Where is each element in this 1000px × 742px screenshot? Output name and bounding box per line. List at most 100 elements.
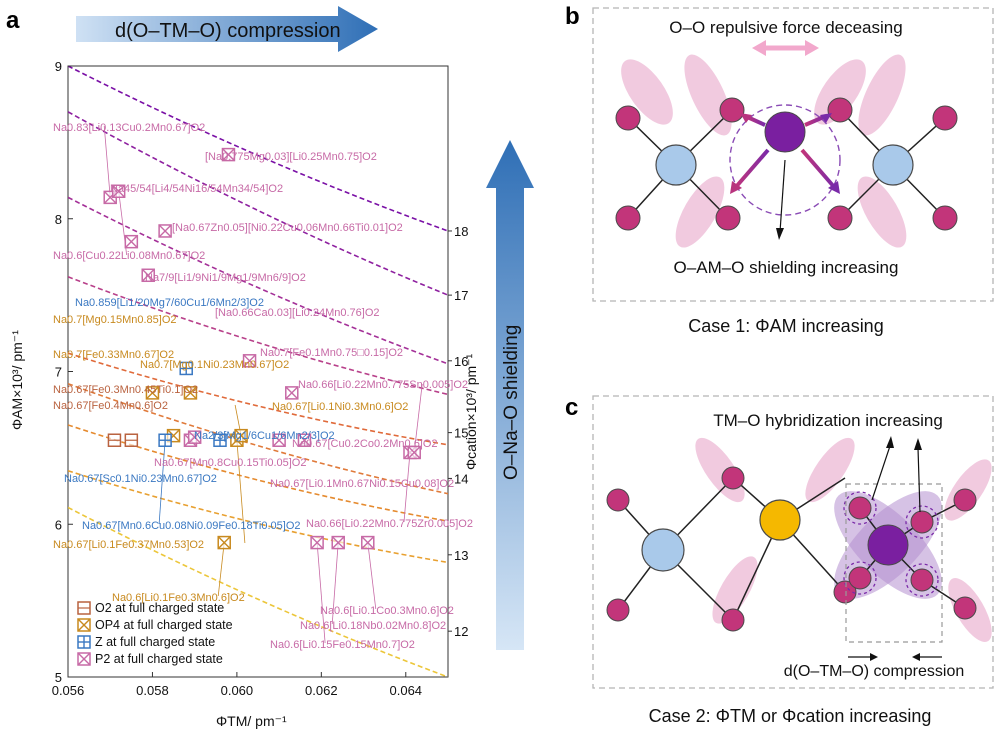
data-point-s3-p14 (361, 535, 375, 550)
y-axis-label: ΦAM×10³/ pm⁻¹ (9, 330, 25, 430)
y2-tick-label-2: 14 (454, 471, 468, 486)
label-20: Na0.67[Sc0.1Ni0.23Mn0.67]O2 (64, 473, 217, 485)
data-point-s2-p0 (158, 433, 172, 447)
legend: O2 at full charged state OP4 at full cha… (77, 601, 233, 666)
label-9: Na0.7[Fe0.1Mn0.75□0.15]O2 (260, 347, 403, 359)
panel-b-illustration (615, 40, 958, 248)
label-16: Na2/3[Mg1/6Cu1/6Mn2/3]O2 (194, 430, 335, 442)
data-point-s2-p2 (213, 433, 227, 447)
label-25: Na0.6[Li0.1Co0.3Mn0.6]O2 (320, 605, 454, 617)
legend-label-0: O2 at full charged state (95, 601, 224, 615)
legend-marker-1 (77, 618, 91, 632)
data-point-s1-p2 (183, 386, 198, 400)
data-point-s3-p12 (310, 535, 324, 550)
legend-marker-3 (77, 652, 91, 666)
legend-marker-0 (77, 601, 91, 615)
contour-line-0 (68, 506, 448, 677)
panel-letter-a: a (6, 7, 20, 34)
leader-line-11 (413, 383, 423, 453)
panel-c-illustration (606, 436, 992, 661)
label-11: Na0.7[Mg0.1Ni0.23Mn0.67]O2 (140, 359, 289, 371)
y2-tick-label-4: 16 (454, 354, 468, 369)
y2-tick-layer: 12 13 14 15 16 17 18 (448, 224, 468, 639)
right-shielding-arrow: O–Na–O shielding (486, 140, 534, 650)
legend-label-3: P2 at full charged state (95, 652, 223, 666)
data-point-s1-p5 (217, 535, 231, 550)
right-arrow-label: O–Na–O shielding (501, 325, 522, 480)
panel-c-title: TM–O hybridization increasing (713, 411, 943, 430)
y-tick-label-1: 6 (55, 517, 62, 532)
leader-line-0 (103, 125, 111, 198)
contour-line-4 (68, 352, 448, 446)
label-22: Na0.66[Li0.22Mn0.775Zr0.005]O2 (306, 518, 473, 530)
contour-layer (68, 66, 448, 677)
label-23: Na0.67[Li0.1Fe0.37Mn0.53]O2 (53, 539, 204, 551)
data-point-s3-p3 (141, 268, 155, 283)
panel-b-frame (592, 7, 994, 302)
data-point-layer (103, 147, 421, 550)
data-point-s2-p1 (179, 361, 193, 376)
data-point-s3-p7 (221, 147, 236, 162)
label-21: Na0.67[Mn0.6Cu0.08Ni0.09Fe0.18Ti0.05]O2 (82, 520, 301, 532)
label-17: Na0.67[Cu0.2Co0.2Mn0.6]O2 (292, 438, 438, 450)
data-point-s3-p8 (242, 354, 257, 368)
x-tick-label-1: 0.058 (136, 683, 169, 698)
label-5: Na7/9[Li1/9Ni1/9Mg1/9Mn6/9]O2 (145, 272, 306, 284)
leader-line-10 (217, 542, 225, 597)
label-26: Na0.6[Li0.18Nb0.02Mn0.8]O2 (300, 620, 446, 632)
y2-tick-label-0: 12 (454, 624, 468, 639)
label-12: Na0.66[Li0.22Mn0.775Sn0.005]O2 (298, 379, 468, 391)
data-point-s3-p16 (407, 445, 421, 460)
panel-b-caption: Case 1: ΦAM increasing (688, 316, 883, 336)
contour-line-1 (68, 470, 448, 564)
label-4: Na0.6[Cu0.22Li0.08Mn0.67]O2 (53, 250, 205, 262)
contour-line-7 (68, 111, 448, 296)
leader-line-9 (236, 440, 246, 544)
panel-c-caption: Case 2: ΦTM or Φcation increasing (649, 706, 932, 726)
legend-marker-2 (77, 635, 91, 649)
y2-axis-label: Φcation×10³/ pm⁻¹ (463, 353, 479, 470)
data-point-s1-p0 (145, 386, 160, 400)
y2-tick-label-3: 15 (454, 426, 468, 441)
leader-line-7 (316, 542, 326, 644)
data-point-s3-p10 (285, 386, 299, 400)
y-tick-label-2: 7 (55, 365, 62, 380)
label-19: Na0.67[Li0.1Mn0.67Ni0.15Cu0.08]O2 (270, 478, 454, 490)
label-7: [Na0.66Ca0.03][Li0.24Mn0.76]O2 (215, 307, 380, 319)
label-15: Na0.67[Fe0.4Mn0.6]O2 (53, 400, 168, 412)
legend-markers (77, 601, 91, 666)
x-tick-label-4: 0.064 (390, 683, 423, 698)
label-8: Na0.7[Mg0.15Mn0.85]O2 (53, 314, 177, 326)
panel-b-title: O–O repulsive force deceasing (669, 18, 902, 37)
legend-label-1: OP4 at full charged state (95, 618, 233, 632)
leader-line-4 (403, 452, 411, 523)
legend-label-2: Z at full charged state (95, 635, 215, 649)
y2-tick-label-6: 18 (454, 224, 468, 239)
x-tick-label-3: 0.062 (305, 683, 338, 698)
leader-line-5 (367, 542, 377, 610)
top-arrow-label: d(O–TM–O) compression (115, 20, 341, 42)
data-point-s1-p4 (234, 428, 248, 443)
label-2: Na45/54[Li4/54Ni16/54Mn34/54]O2 (110, 183, 283, 195)
data-point-s3-p11 (297, 433, 312, 447)
leader-line-6 (331, 542, 339, 625)
data-point-s3-p2 (124, 234, 139, 249)
composition-label-layer: Na0.83[Li0.13Cu0.2Mn0.67]O2 [Na0.775Mg0.… (53, 122, 473, 651)
data-point-s3-p9 (272, 433, 286, 447)
contour-line-6 (68, 196, 448, 365)
y2-tick-label-5: 17 (454, 288, 468, 303)
panel-c-frame (592, 395, 994, 689)
y2-tick-label-1: 13 (454, 548, 468, 563)
panel-letter-b: b (565, 3, 580, 30)
x-axis-label: ΦTM/ pm⁻¹ (216, 713, 287, 729)
label-13: Na0.67[Fe0.3Mn0.45Ti0.1]O2 (53, 384, 198, 396)
data-point-s3-p13 (331, 535, 345, 550)
x-tick-label-0: 0.056 (52, 683, 85, 698)
label-27: Na0.6[Li0.15Fe0.15Mn0.7]O2 (270, 639, 415, 651)
data-point-s0-p1 (124, 433, 139, 447)
label-18: Na0.67[Mn0.8Cu0.15Ti0.05]O2 (154, 457, 306, 469)
label-6: Na0.859[Li1/20Mg7/60Cu1/6Mn2/3]O2 (75, 297, 264, 309)
contour-line-5 (68, 276, 448, 396)
